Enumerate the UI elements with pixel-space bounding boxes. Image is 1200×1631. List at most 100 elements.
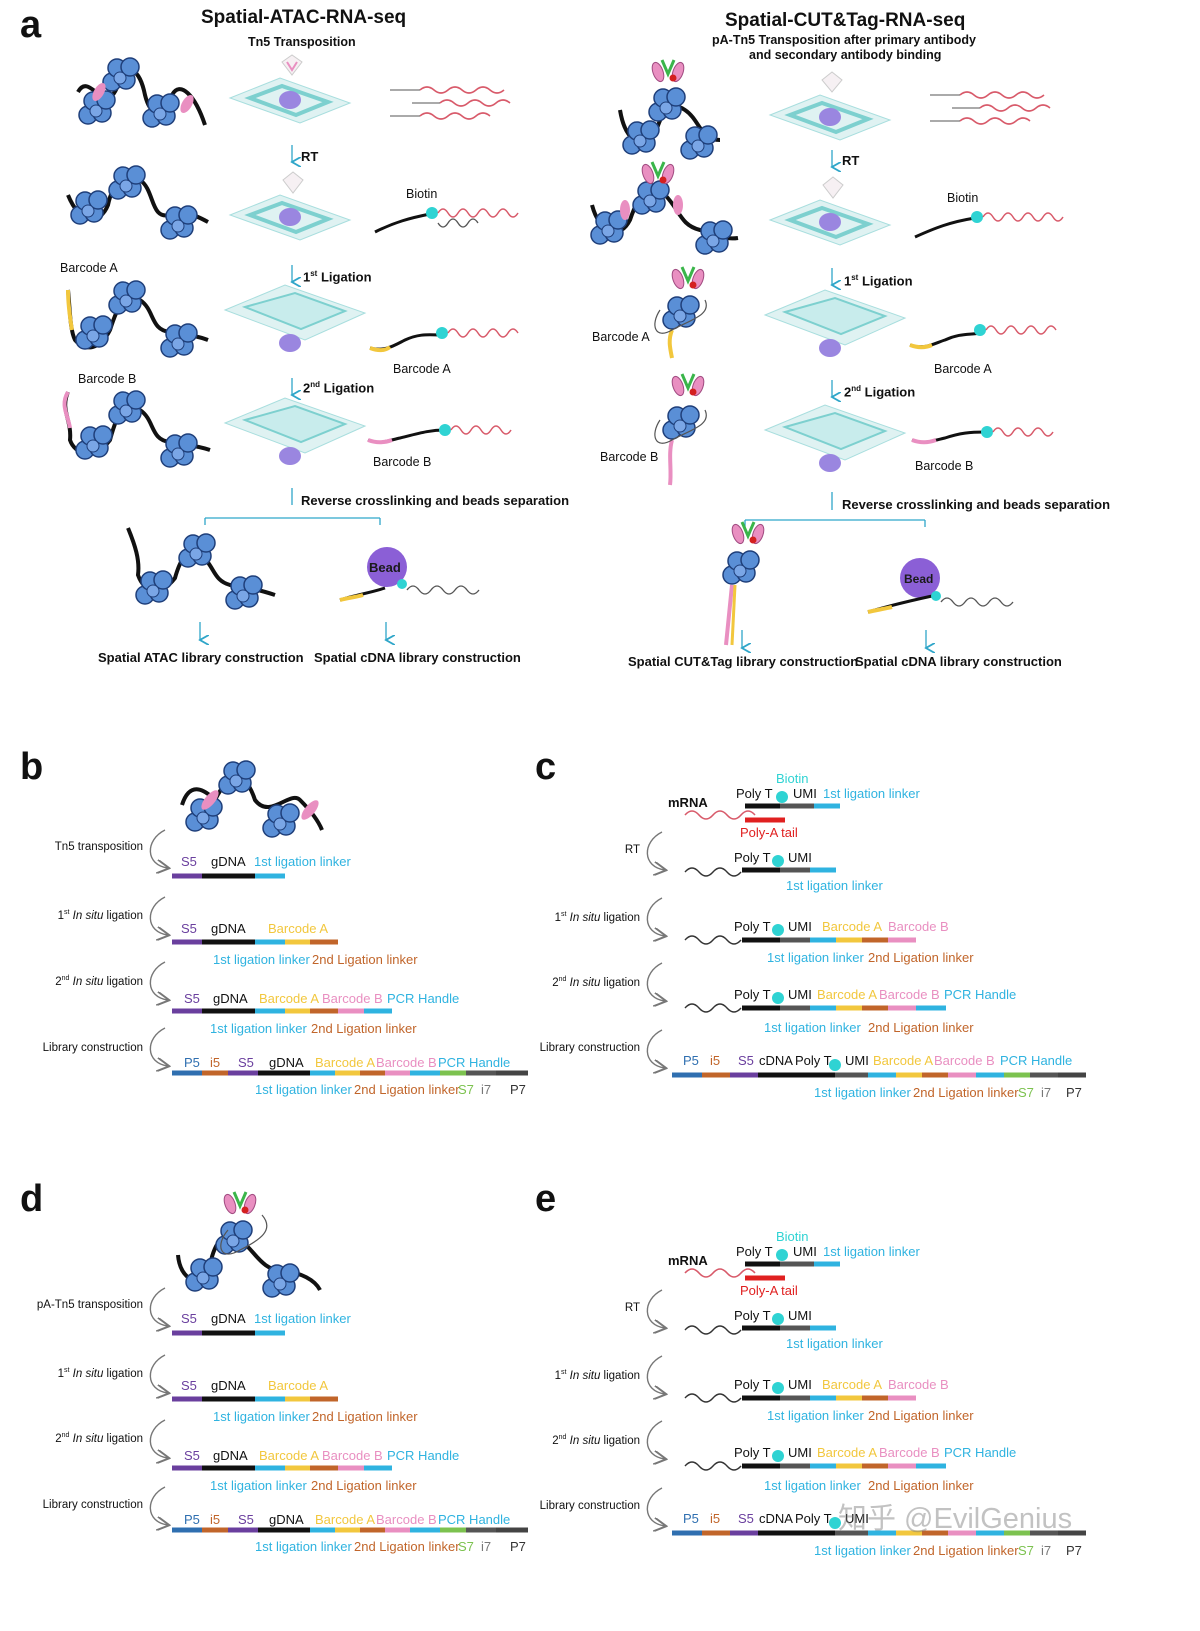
r-lig2-word: Ligation — [864, 384, 916, 400]
e1-polyt: Poly T — [734, 1308, 771, 1323]
panel-a-left-rt: RT — [301, 149, 319, 164]
d4-p7: P7 — [510, 1539, 526, 1554]
c2-sub1: 1st ligation linker — [767, 950, 864, 965]
e-biotin: Biotin — [776, 1229, 809, 1244]
panel-letter-a: a — [20, 4, 42, 46]
panel-a-left-biotin: Biotin — [406, 187, 438, 201]
c0-linker: 1st ligation linker — [823, 786, 920, 801]
e-mrna: mRNA — [668, 1253, 708, 1268]
panel-b-side-3: 2nd In situ ligation — [40, 975, 143, 988]
c3-bca: Barcode A — [817, 987, 877, 1002]
panel-b-side-1: Tn5 transposition — [54, 841, 143, 853]
c2-polyt: Poly T — [734, 919, 771, 934]
panel-letter-d: d — [20, 1178, 44, 1220]
e4-p5: P5 — [683, 1511, 699, 1526]
e2-word: ligation — [603, 1369, 640, 1382]
lig1-word: Ligation — [320, 269, 372, 285]
e4-cdna: cDNA — [759, 1511, 793, 1526]
b4-gdna: gDNA — [269, 1055, 304, 1070]
panel-a-right-lig2: 2nd Ligation — [844, 384, 916, 400]
e3-num: 2nd — [552, 1434, 567, 1447]
panel-a-right-subtitle2: and secondary antibody binding — [749, 48, 942, 62]
e2-bca: Barcode A — [822, 1377, 882, 1392]
e3-italic: In situ — [569, 1434, 601, 1447]
panel-a-right-biotin: Biotin — [947, 191, 979, 205]
c-side-2: 1st In situ ligation — [537, 911, 640, 924]
panel-a-left-barcode-b: Barcode B — [78, 372, 137, 386]
panel-a-left-out1: Spatial ATAC library construction — [98, 650, 304, 665]
c2-word: ligation — [603, 911, 640, 924]
d3-s5: S5 — [184, 1448, 200, 1463]
panel-e-bars — [672, 1249, 1086, 1536]
d4-bca: Barcode A — [315, 1512, 375, 1527]
e4-i7: i7 — [1041, 1543, 1052, 1558]
d1-gdna: gDNA — [211, 1311, 246, 1326]
panel-d-bars — [172, 1330, 528, 1533]
b3-sub2: 2nd Ligation linker — [311, 1021, 417, 1036]
e4-p7: P7 — [1066, 1543, 1082, 1558]
d3-italic: In situ — [72, 1432, 104, 1445]
panel-a-left-lig2: 2nd Ligation — [303, 380, 375, 396]
b3-word: ligation — [106, 975, 143, 988]
b4-p7: P7 — [510, 1082, 526, 1097]
lig2-word: Ligation — [323, 380, 375, 396]
d4-bcb: Barcode B — [376, 1512, 437, 1527]
e3-sub1: 1st ligation linker — [764, 1478, 861, 1493]
d3-sub2: 2nd Ligation linker — [311, 1478, 417, 1493]
d4-sub1: 1st ligation linker — [255, 1539, 352, 1554]
d2-s5: S5 — [181, 1378, 197, 1393]
d4-p5: P5 — [184, 1512, 200, 1527]
d4-s7: S7 — [458, 1539, 474, 1554]
panel-a-right-reverse: Reverse crosslinking and beads separatio… — [842, 497, 1111, 512]
c4-i5: i5 — [710, 1053, 721, 1068]
b1-s5: S5 — [181, 854, 197, 869]
e3-bcb: Barcode B — [879, 1445, 940, 1460]
d4-sub2: 2nd Ligation linker — [354, 1539, 460, 1554]
e2-polyt: Poly T — [734, 1377, 771, 1392]
panel-a-right-graphics — [590, 58, 1064, 648]
e0-polya: Poly-A tail — [740, 1283, 798, 1298]
b2-num: 1st — [57, 909, 70, 922]
panel-a-right-barcode-b: Barcode B — [600, 450, 659, 464]
c2-bca: Barcode A — [822, 919, 882, 934]
b4-pcr: PCR Handle — [438, 1055, 511, 1070]
c-mrna: mRNA — [668, 795, 708, 810]
c-side-1: RT — [624, 844, 640, 856]
c0-umi: UMI — [793, 786, 817, 801]
b3-num: 2nd — [55, 975, 70, 988]
lig2-sup: nd — [310, 380, 321, 389]
panel-a-left-barcode-b2: Barcode B — [373, 455, 432, 469]
c1-sub1: 1st ligation linker — [786, 878, 883, 893]
e1-umi: UMI — [788, 1308, 812, 1323]
c2-italic: In situ — [569, 911, 601, 924]
e-side-2: 1st In situ ligation — [537, 1369, 640, 1382]
c4-bca: Barcode A — [873, 1053, 933, 1068]
b4-i7: i7 — [481, 1082, 492, 1097]
panel-b-chromatin — [180, 760, 324, 838]
e-side-3: 2nd In situ ligation — [537, 1434, 640, 1447]
c3-sub1: 1st ligation linker — [764, 1020, 861, 1035]
panel-a-right-out2: Spatial cDNA library construction — [855, 654, 1062, 669]
r-lig2-num: 2 — [844, 384, 852, 400]
c4-sub2: 2nd Ligation linker — [913, 1085, 1019, 1100]
e4-s7: S7 — [1018, 1543, 1034, 1558]
curly-arrows — [149, 829, 665, 1526]
d3-word: ligation — [106, 1432, 143, 1445]
b3-sub1: 1st ligation linker — [210, 1021, 307, 1036]
panel-d-side-3: 2nd In situ ligation — [40, 1432, 143, 1445]
c1-polyt: Poly T — [734, 850, 771, 865]
b3-bca: Barcode A — [259, 991, 319, 1006]
c3-pcr: PCR Handle — [944, 987, 1017, 1002]
d1-s5: S5 — [181, 1311, 197, 1326]
b3-s5: S5 — [184, 991, 200, 1006]
d3-sub1: 1st ligation linker — [210, 1478, 307, 1493]
c4-bcb: Barcode B — [934, 1053, 995, 1068]
d2-bca: Barcode A — [268, 1378, 328, 1393]
panel-letter-e: e — [535, 1178, 557, 1220]
e4-i5: i5 — [710, 1511, 721, 1526]
panel-d-side-4: Library construction — [42, 1499, 143, 1511]
e-side-4: Library construction — [539, 1500, 640, 1512]
d3-gdna: gDNA — [213, 1448, 248, 1463]
